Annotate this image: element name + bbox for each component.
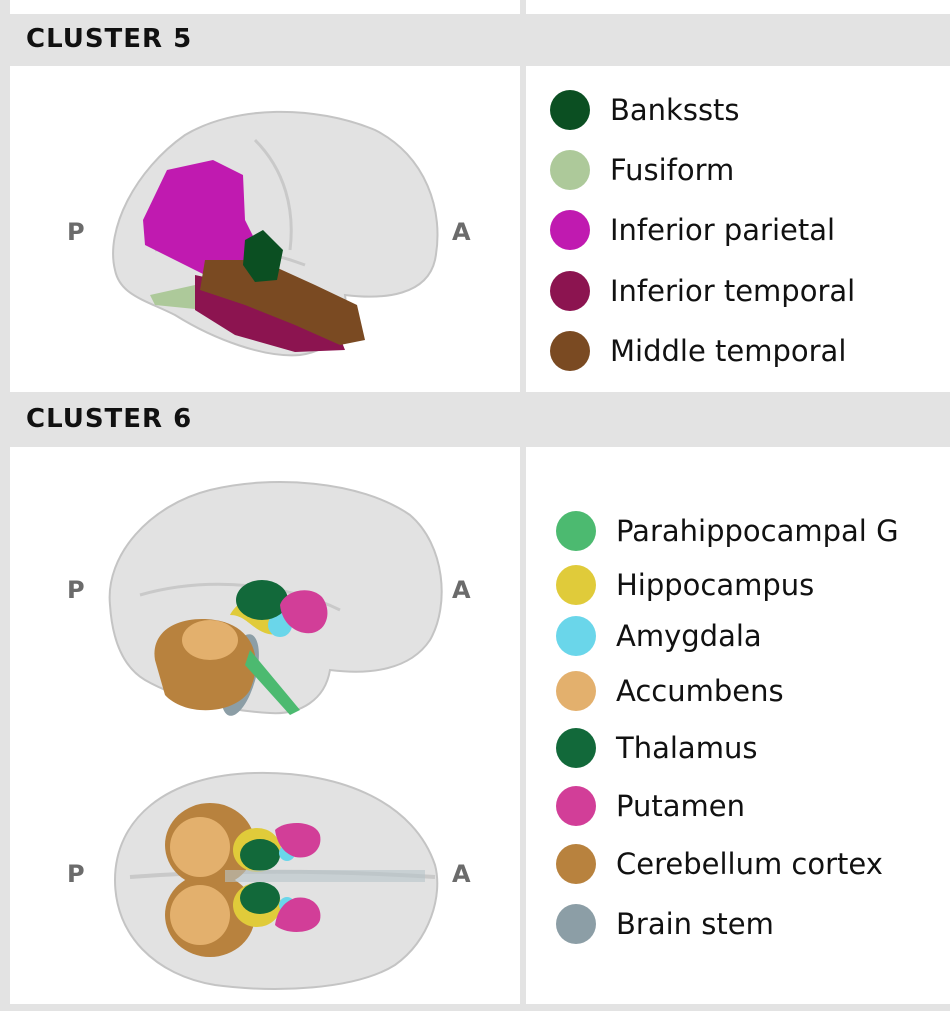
legend-item: Bankssts [550,90,740,130]
legend-label: Accumbens [616,674,784,708]
legend-label: Thalamus [616,731,757,765]
legend-label: Putamen [616,789,745,823]
legend-swatch [550,271,590,311]
legend-swatch [550,150,590,190]
cluster-6-top-region-thalamus [240,882,280,914]
legend-label: Hippocampus [616,568,814,602]
legend-swatch [556,786,596,826]
legend-item: Cerebellum cortex [556,844,883,884]
legend-label: Inferior parietal [610,213,835,247]
legend-label: Middle temporal [610,334,846,368]
legend-swatch [556,844,596,884]
legend-item: Inferior parietal [550,210,835,250]
cluster-6-top-posterior-label: P [67,860,85,888]
cluster-5-anterior-label: A [452,218,471,246]
legend-swatch [556,728,596,768]
legend-swatch [556,904,596,944]
legend-swatch [556,671,596,711]
column-divider [520,0,526,1011]
cluster-6-top-anterior-label: A [452,860,471,888]
cluster-6-region-accumbens [182,620,238,660]
cluster-5-posterior-label: P [67,218,85,246]
cluster-6-top-region-accumbens [170,817,230,877]
legend-item: Inferior temporal [550,271,855,311]
legend-label: Brain stem [616,907,774,941]
legend-item: Middle temporal [550,331,846,371]
legend-label: Amygdala [616,619,762,653]
legend-swatch [556,565,596,605]
cluster-6-lateral-anterior-label: A [452,576,471,604]
legend-swatch [550,210,590,250]
left-border [0,0,10,1011]
cluster-6-title: CLUSTER 6 [26,404,192,434]
cluster-5-brain-lateral-view [95,100,445,360]
legend-item: Thalamus [556,728,757,768]
legend-label: Bankssts [610,93,740,127]
legend-label: Inferior temporal [610,274,855,308]
legend-item: Parahippocampal G [556,511,899,551]
legend-swatch [550,331,590,371]
cluster-6-lateral-posterior-label: P [67,576,85,604]
cluster-5-title: CLUSTER 5 [26,24,192,54]
cluster-6-brain-top-view [105,765,445,995]
legend-label: Parahippocampal G [616,514,899,548]
cluster-6-region-thalamus [236,580,288,620]
legend-swatch [550,90,590,130]
legend-item: Amygdala [556,616,762,656]
cluster-6-top-region-brain-stem [225,870,425,882]
legend-item: Fusiform [550,150,734,190]
legend-label: Cerebellum cortex [616,847,883,881]
legend-item: Accumbens [556,671,784,711]
legend-item: Brain stem [556,904,774,944]
bottom-border [0,1004,950,1011]
cluster-6-top-region-accumbens [170,885,230,945]
cluster-6-brain-lateral-view [100,475,450,725]
legend-swatch [556,616,596,656]
cluster-6-top-region-thalamus [240,839,280,871]
legend-swatch [556,511,596,551]
legend-item: Hippocampus [556,565,814,605]
legend-label: Fusiform [610,153,734,187]
legend-item: Putamen [556,786,745,826]
